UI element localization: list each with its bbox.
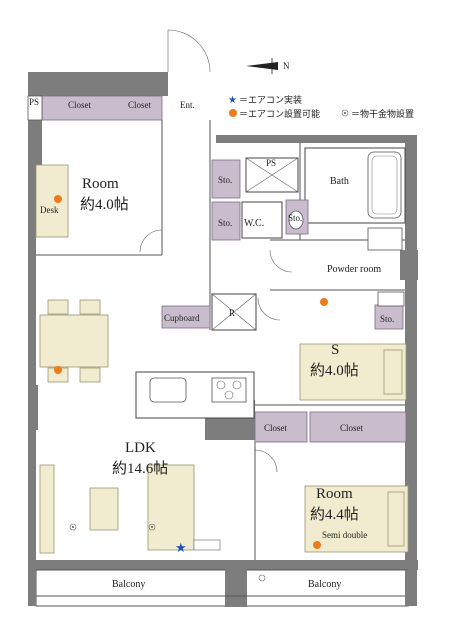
closet-middle-1 [254,411,308,443]
label-semi-double: Semi double [322,530,367,540]
wall-left [28,165,36,565]
legend-drying-icon [341,109,349,117]
ldk-name: LDK [125,440,156,456]
label-entrance: Ent. [180,100,195,110]
cupboard [161,305,211,329]
drying-hardware-1 [69,523,77,531]
legend-orange-dot [229,109,237,117]
ps-top-box [27,95,43,121]
legend-aircon-installed: ＝エアコン実装 [239,94,302,105]
entrance-door [167,29,211,73]
stove [211,377,247,403]
drying-hardware-2 [148,523,156,531]
wall-right-pillar [400,250,418,280]
label-ps-mid: PS [266,158,276,168]
aircon-unit [193,539,221,551]
aircon-installed-star: ★ [175,541,187,556]
label-storage-1: Sto. [218,175,232,185]
storage-1 [211,159,241,199]
storage-4 [374,304,404,330]
ldk-size: 約14.6帖 [112,460,168,477]
compass-label: N [283,61,290,71]
label-wc: W.C. [244,218,264,229]
desk [35,164,69,238]
burner-2 [232,380,242,390]
dining-table [39,314,109,368]
door-s-room [257,297,281,321]
sofa [147,464,195,551]
aircon-possible-ldk [54,366,62,374]
label-bath: Bath [330,176,349,187]
room-south-size: 約4.4帖 [310,506,359,523]
label-closet-3: Closet [264,423,288,433]
wc-room [241,201,283,239]
aircon-possible-south [313,541,321,549]
washing-machine [367,227,403,251]
balcony-wall-left [28,570,36,606]
burner-1 [216,380,226,390]
drying-hardware-2-dot [151,526,153,528]
sink [377,291,405,307]
door-room-north [139,229,163,253]
fridge-cross-2 [211,293,257,331]
kitchen-sink [149,377,187,403]
drying-hardware-1-dot [72,526,74,528]
legend-aircon-possible: ＝エアコン設置可能 [239,108,320,119]
s-room-size: 約4.0帖 [310,362,359,379]
door-powder [269,249,293,273]
label-storage-4: Sto. [380,314,394,324]
aircon-possible-s [320,298,328,306]
tv-board [39,464,55,554]
chair-2 [79,299,101,315]
legend-drying-hardware: ＝物干金物設置 [351,108,414,119]
label-ps-top: PS [29,97,39,107]
wall-top-right [216,135,416,143]
label-powder-room: Powder room [327,264,381,275]
bathtub [367,151,402,219]
drying-hardware-3 [258,574,266,582]
wall-top-left [28,72,168,96]
label-storage-2: Sto. [218,218,232,228]
burner-3 [224,390,234,400]
label-desk: Desk [40,205,59,215]
south-room-pillow [387,491,405,547]
chair-1 [47,299,69,315]
compass-icon [246,58,278,74]
wall-right [405,135,417,570]
label-cupboard: Cupboard [164,313,200,323]
chair-4 [79,367,101,383]
legend-drying-icon-dot [344,112,346,114]
closet-middle-2 [309,411,407,443]
aircon-possible-north [54,195,62,203]
label-refrigerator: R [229,308,235,318]
toilet [288,210,304,230]
wall-left-pillar [28,385,38,430]
ps-cross-2 [245,157,299,193]
door-room-south [254,449,278,473]
label-balcony-1: Balcony [112,579,145,590]
s-room-name: S [331,342,339,358]
balcony-wall-right [405,570,417,606]
bathtub-inner [371,155,398,215]
room-north-name: Room [82,176,119,192]
balcony-area [35,569,409,607]
label-closet-2: Closet [128,100,152,110]
storage-2 [211,201,241,241]
balcony-divider [225,565,247,607]
coffee-table [89,487,119,531]
label-storage-3: Sto. [288,213,302,223]
label-balcony-2: Balcony [308,579,341,590]
legend-star-icon: ★ [228,95,237,106]
label-closet-4: Closet [340,423,364,433]
s-room-pillow [383,349,403,395]
room-north-size: 約4.0帖 [80,196,129,213]
wall-bottom [28,560,418,570]
room-south-name: Room [316,486,353,502]
label-closet-1: Closet [68,100,92,110]
